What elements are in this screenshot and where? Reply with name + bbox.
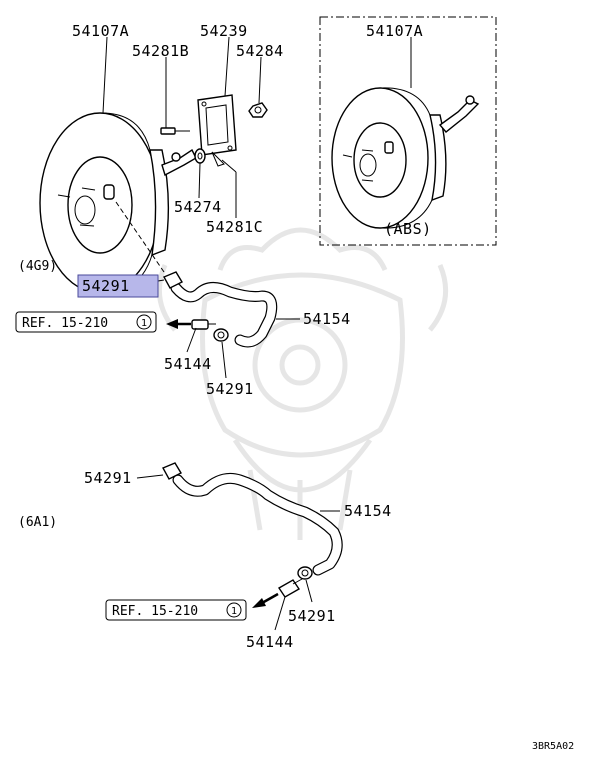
label-abs: (ABS): [384, 220, 432, 238]
ref-circle-lower: [226, 602, 242, 618]
label-booster-abs: 54107A: [366, 22, 423, 40]
gasket[interactable]: [197, 94, 237, 156]
vacuum-hose-upper[interactable]: [170, 282, 278, 348]
hose-clamp-top[interactable]: [163, 271, 183, 289]
label-clamp-top: 54291: [82, 277, 130, 295]
diagram-code: 3BR5A02: [532, 741, 574, 752]
brake-booster-abs[interactable]: [331, 87, 480, 229]
label-nut: 54284: [236, 42, 284, 60]
hose-clamp-lower-b[interactable]: [297, 566, 313, 580]
washer[interactable]: [194, 148, 206, 164]
ref-box-top[interactable]: [15, 311, 157, 333]
label-check-valve-lower: 54144: [246, 633, 294, 651]
nut[interactable]: [248, 102, 268, 118]
leader-lines: [102, 36, 412, 631]
label-stud: 54281B: [132, 42, 189, 60]
label-clamp-mid: 54291: [206, 380, 254, 398]
check-valve-upper[interactable]: [166, 319, 216, 330]
label-variant-4g9: (4G9): [18, 259, 57, 274]
check-valve-lower[interactable]: [252, 578, 303, 608]
ref-circle-top: [136, 314, 152, 330]
label-check-valve-top: 54144: [164, 355, 212, 373]
label-variant-6a1: (6A1): [18, 515, 57, 530]
label-hose-top: 54154: [303, 310, 351, 328]
label-booster-main: 54107A: [72, 22, 129, 40]
hose-clamp-lower-a[interactable]: [162, 462, 182, 480]
label-gasket: 54239: [200, 22, 248, 40]
label-washer: 54274: [174, 198, 222, 216]
label-hose-lower: 54154: [344, 502, 392, 520]
label-clamp-lower-a: 54291: [84, 469, 132, 487]
label-clamp-lower-b: 54291: [288, 607, 336, 625]
hose-clamp-mid[interactable]: [213, 328, 229, 342]
ref-box-lower[interactable]: [105, 599, 247, 621]
clip[interactable]: [211, 151, 225, 167]
abs-inset-box: [319, 16, 497, 246]
ref-circle-lower-num: 1: [231, 606, 237, 617]
label-clip: 54281C: [206, 218, 263, 236]
ref-circle-top-num: 1: [141, 318, 147, 329]
vacuum-hose-lower[interactable]: [172, 472, 343, 576]
stud[interactable]: [160, 127, 190, 135]
brake-booster-main[interactable]: [39, 112, 197, 294]
ref-text-lower: REF. 15-210: [112, 604, 198, 619]
ref-text-top: REF. 15-210: [22, 316, 108, 331]
highlight-box: [77, 274, 159, 298]
